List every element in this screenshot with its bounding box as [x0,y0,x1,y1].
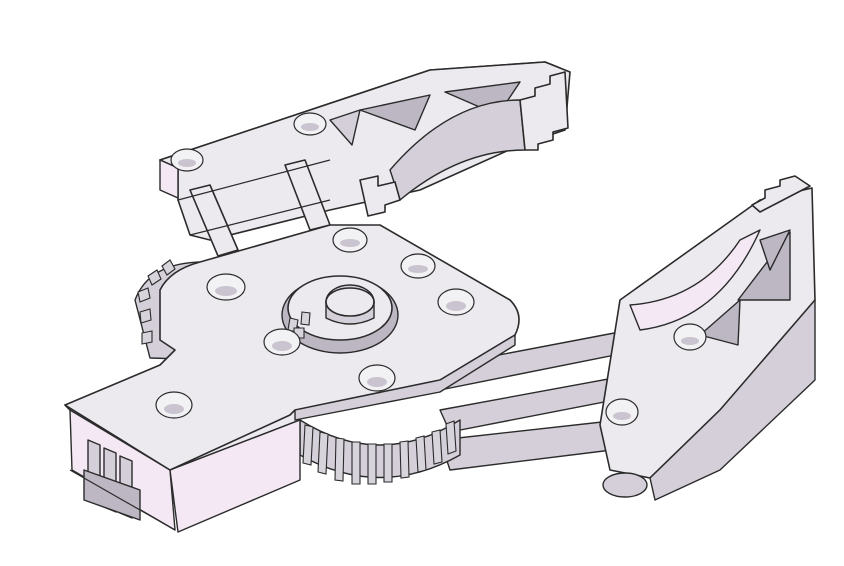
bolt-icon [206,273,246,301]
bolt-icon [293,112,327,136]
upper-jaw-arm [159,61,571,257]
bolt-icon [400,253,436,279]
bolt-icon [673,323,707,351]
bottom-gear [299,419,461,485]
bolt-icon [155,391,193,419]
bolt-icon [332,227,368,253]
bolt-icon [263,328,301,356]
bolt-icon [605,398,639,426]
plate-bolts [155,227,475,419]
bolt-icon [437,288,475,316]
bolt-icon [170,148,204,172]
bolt-icon [358,364,396,392]
